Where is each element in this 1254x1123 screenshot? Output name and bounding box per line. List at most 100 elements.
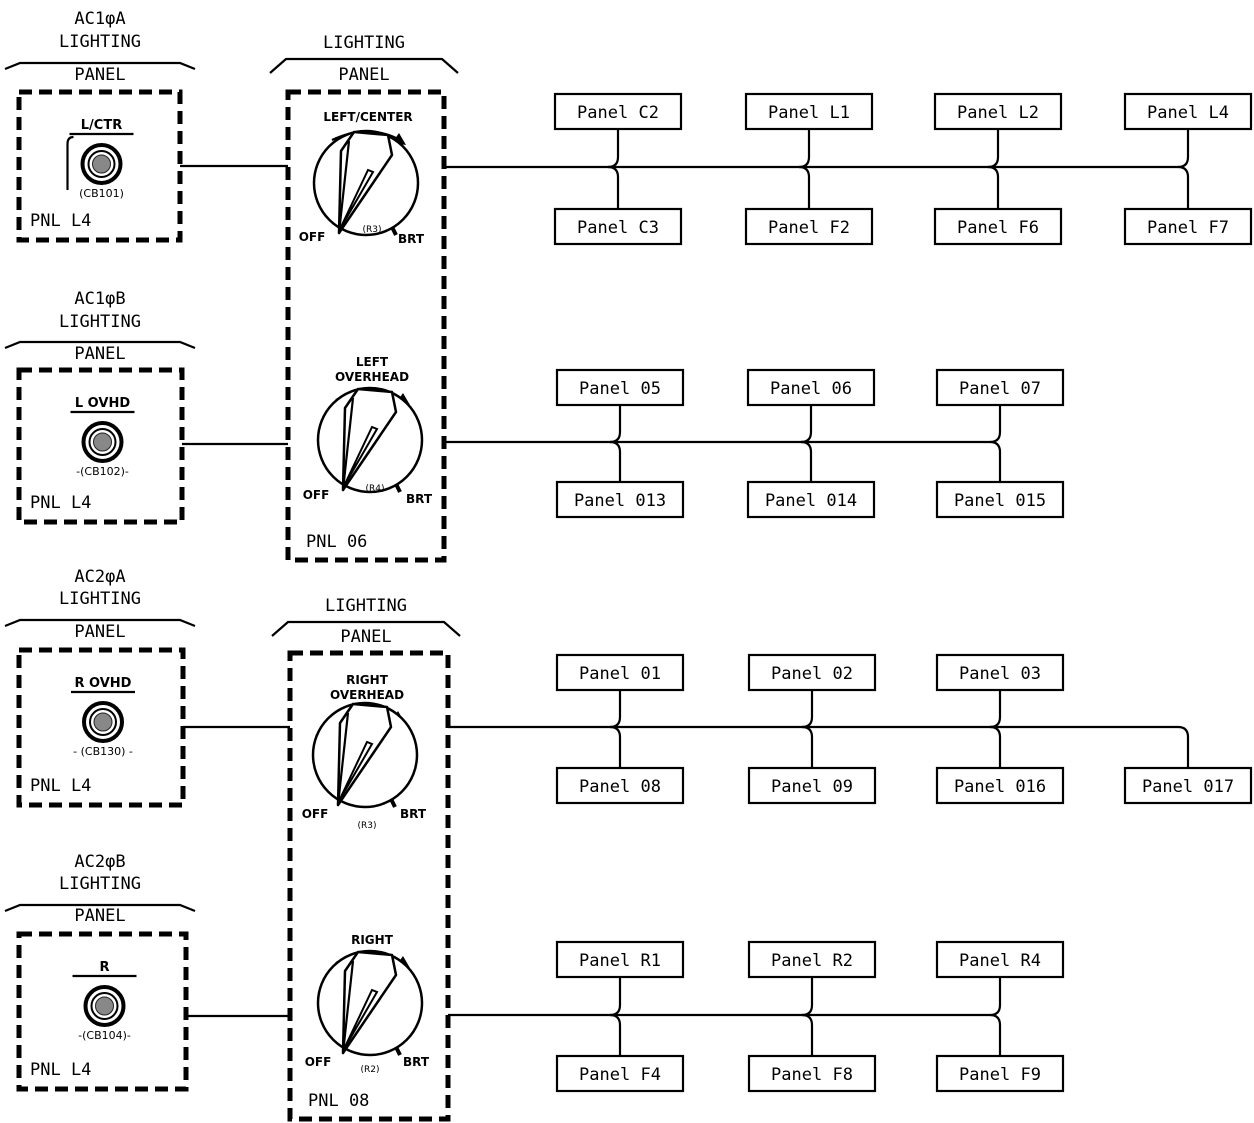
tap-wire — [800, 440, 813, 482]
panel-box-label: Panel 03 — [959, 664, 1041, 684]
dimmer-brt-label: BRT — [406, 492, 433, 506]
panel-box-label: Panel 015 — [954, 491, 1046, 511]
panel-box — [555, 766, 685, 805]
dimmer-off-label: OFF — [299, 230, 326, 244]
breaker-panel-header-line: AC1φB — [74, 289, 125, 309]
panel-bracket — [269, 57, 459, 74]
panel-box — [555, 653, 685, 692]
switch-label: L/CTR — [81, 118, 122, 133]
dimmer-off-label: OFF — [303, 488, 330, 502]
tap-wire — [609, 977, 622, 1017]
tap-wire — [798, 165, 811, 209]
breaker-id: (CB101) — [79, 187, 124, 200]
panel-box-label: Panel 013 — [574, 491, 666, 511]
control-panel-location: PNL 06 — [306, 532, 367, 552]
panel-box-label: Panel 017 — [1142, 777, 1234, 797]
feed-wires — [180, 164, 290, 1018]
switch-label: R OVHD — [75, 676, 132, 691]
panel-box — [933, 92, 1063, 131]
dimmer-pointer-edge — [341, 397, 355, 491]
panel-box-label: Panel F8 — [771, 1065, 853, 1085]
panel-box-label: Panel 05 — [579, 379, 661, 399]
tap-wire — [801, 725, 814, 768]
tap-wire — [987, 129, 1000, 169]
dimmer-brt-label: BRT — [403, 1055, 430, 1069]
tap-wire — [1177, 725, 1190, 768]
panel-box-label: Panel 07 — [959, 379, 1041, 399]
dimmer-brt-label: BRT — [400, 807, 427, 821]
dimmer-pointer-indicator — [343, 425, 379, 487]
panel-box — [935, 1054, 1065, 1093]
switch-label: L OVHD — [75, 396, 130, 411]
panel-box-label: Panel F7 — [1147, 218, 1229, 238]
panel-box — [555, 480, 685, 519]
panel-box-label: Panel L4 — [1147, 103, 1229, 123]
panel-bracket — [4, 61, 196, 71]
dimmer-pointer-indicator — [338, 740, 374, 802]
dimmer-pointer-indicator — [343, 988, 379, 1050]
breaker-panel-location: PNL L4 — [30, 211, 91, 231]
tap-wire — [989, 725, 1002, 768]
panel-box — [746, 368, 876, 407]
breaker-panel-header-line: AC1φA — [74, 9, 125, 29]
panel-label: PANEL — [74, 65, 125, 85]
panel-box-label: Panel R2 — [771, 951, 853, 971]
brt-stop-mark — [394, 1046, 402, 1056]
breaker-knob-center — [95, 996, 114, 1016]
breaker-panel-location: PNL L4 — [30, 1060, 91, 1080]
tap-wire — [609, 405, 622, 444]
dimmer-brt-label: BRT — [398, 232, 425, 246]
brt-stop-mark — [390, 226, 398, 236]
panel-box-label: Panel R1 — [579, 951, 661, 971]
panel-box — [1123, 766, 1253, 805]
dimmer-pointer-edge — [337, 140, 351, 234]
panel-box-label: Panel 014 — [765, 491, 857, 511]
breaker-panel-location: PNL L4 — [30, 493, 91, 513]
panel-box-label: Panel 016 — [954, 777, 1046, 797]
dimmer-title-line: OVERHEAD — [330, 688, 404, 702]
breaker-panel-header-line: AC2φB — [74, 852, 125, 872]
dimmer-pointer-edge — [341, 960, 355, 1054]
switch-guard-bracket — [66, 135, 74, 190]
panel-box — [747, 653, 877, 692]
tap-wire — [801, 977, 814, 1017]
dimmer-title-line: LEFT/CENTER — [323, 110, 412, 124]
tap-wire — [607, 165, 620, 209]
breaker-knob-center — [92, 154, 111, 174]
panel-box — [555, 368, 685, 407]
panel-box — [553, 207, 683, 246]
breaker-id: -(CB104)- — [78, 1029, 131, 1042]
breaker-panel-header-line: LIGHTING — [59, 312, 141, 332]
breaker-knob-center — [93, 432, 112, 452]
tap-wire — [801, 690, 814, 729]
tap-wire — [1177, 165, 1190, 209]
dimmer-resistor-id: (R3) — [362, 225, 381, 235]
panel-box-label: Panel F4 — [579, 1065, 661, 1085]
tap-wire — [989, 977, 1002, 1017]
breaker-panel-frame — [16, 367, 185, 525]
panel-box — [746, 480, 876, 519]
brt-stop-mark — [389, 798, 397, 808]
panel-label: PANEL — [338, 65, 389, 85]
dimmer-title-line: LEFT — [356, 355, 389, 369]
panel-box-label: Panel F2 — [768, 218, 850, 238]
panel-box-label: Panel L2 — [957, 103, 1039, 123]
breaker-panel-header-line: AC2φA — [74, 567, 125, 587]
panel-box-label: Panel 08 — [579, 777, 661, 797]
brt-stop-mark — [394, 483, 402, 493]
panel-box — [935, 653, 1065, 692]
panel-box-label: Panel 01 — [579, 664, 661, 684]
panel-label: PANEL — [340, 627, 391, 647]
